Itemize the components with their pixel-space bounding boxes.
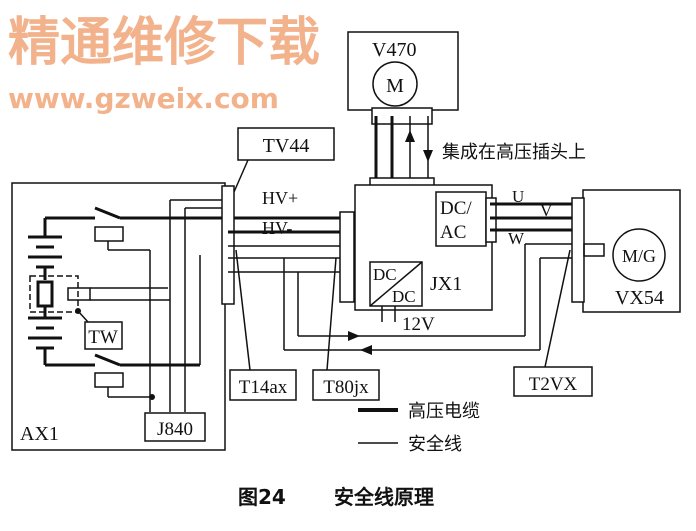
legend-hv-cable: 高压电缆 — [408, 401, 480, 422]
relay-switch-top-icon — [94, 206, 150, 251]
12v-label: 12V — [402, 314, 435, 335]
ax1-connector — [221, 185, 235, 305]
t2vx-box — [513, 366, 593, 397]
tw-label: TW — [88, 327, 118, 348]
motor-generator-icon — [612, 228, 666, 282]
figure-number: 图24 — [238, 485, 286, 509]
dcdc-label-bottom: DC — [392, 287, 416, 306]
dcac-label-bottom: AC — [440, 222, 466, 243]
j840-box — [144, 412, 206, 442]
battery-icon — [28, 218, 62, 365]
ax1-label: AX1 — [20, 423, 59, 445]
t80jx-box — [312, 369, 380, 401]
t2vx-label: T2VX — [529, 374, 578, 395]
dcdc-label-top: DC — [373, 265, 397, 284]
v470-connector — [371, 107, 433, 125]
vx54-unit: M/G VX54 — [571, 189, 681, 313]
tw-box — [84, 321, 123, 350]
tv44-label: TV44 — [263, 135, 310, 157]
j840-label: J840 — [157, 419, 193, 440]
hv-plus-label: HV+ — [262, 188, 298, 208]
ax1-unit: AX1 — [11, 182, 360, 451]
t14ax-box — [229, 369, 297, 401]
figure-title: 安全线原理 — [334, 485, 434, 509]
u-label: U — [512, 187, 524, 206]
vx54-connector — [571, 197, 585, 303]
t14ax-label: T14ax — [239, 377, 288, 398]
tv44-box — [237, 127, 335, 161]
v470-unit: V470 M — [347, 31, 459, 125]
legend-safety-line: 安全线 — [408, 434, 462, 455]
jx1-label: JX1 — [430, 273, 462, 295]
dcac-label-top: DC/ — [440, 198, 472, 219]
relay-switch-bottom-icon — [94, 353, 152, 398]
legend: 高压电缆 安全线 — [358, 401, 480, 455]
t80jx-label: T80jx — [323, 377, 369, 398]
v470-motor-label: M — [386, 75, 404, 97]
v470-label: V470 — [372, 39, 416, 61]
v-label: V — [540, 201, 553, 220]
watermark-url: www.gzweix.com — [8, 82, 279, 115]
w-label: W — [508, 229, 525, 248]
watermark-text: 精通维修下载 — [8, 13, 320, 73]
integrated-in-plug-note: 集成在高压插头上 — [442, 142, 586, 163]
jx1-connector — [339, 211, 355, 303]
vx54-label: VX54 — [615, 287, 664, 309]
hv-minus-label: HV- — [262, 218, 292, 238]
jx1-unit: DC/ AC DC DC JX1 12V — [339, 184, 497, 335]
motor-icon — [372, 61, 418, 107]
vx54-motor-label: M/G — [622, 246, 656, 266]
